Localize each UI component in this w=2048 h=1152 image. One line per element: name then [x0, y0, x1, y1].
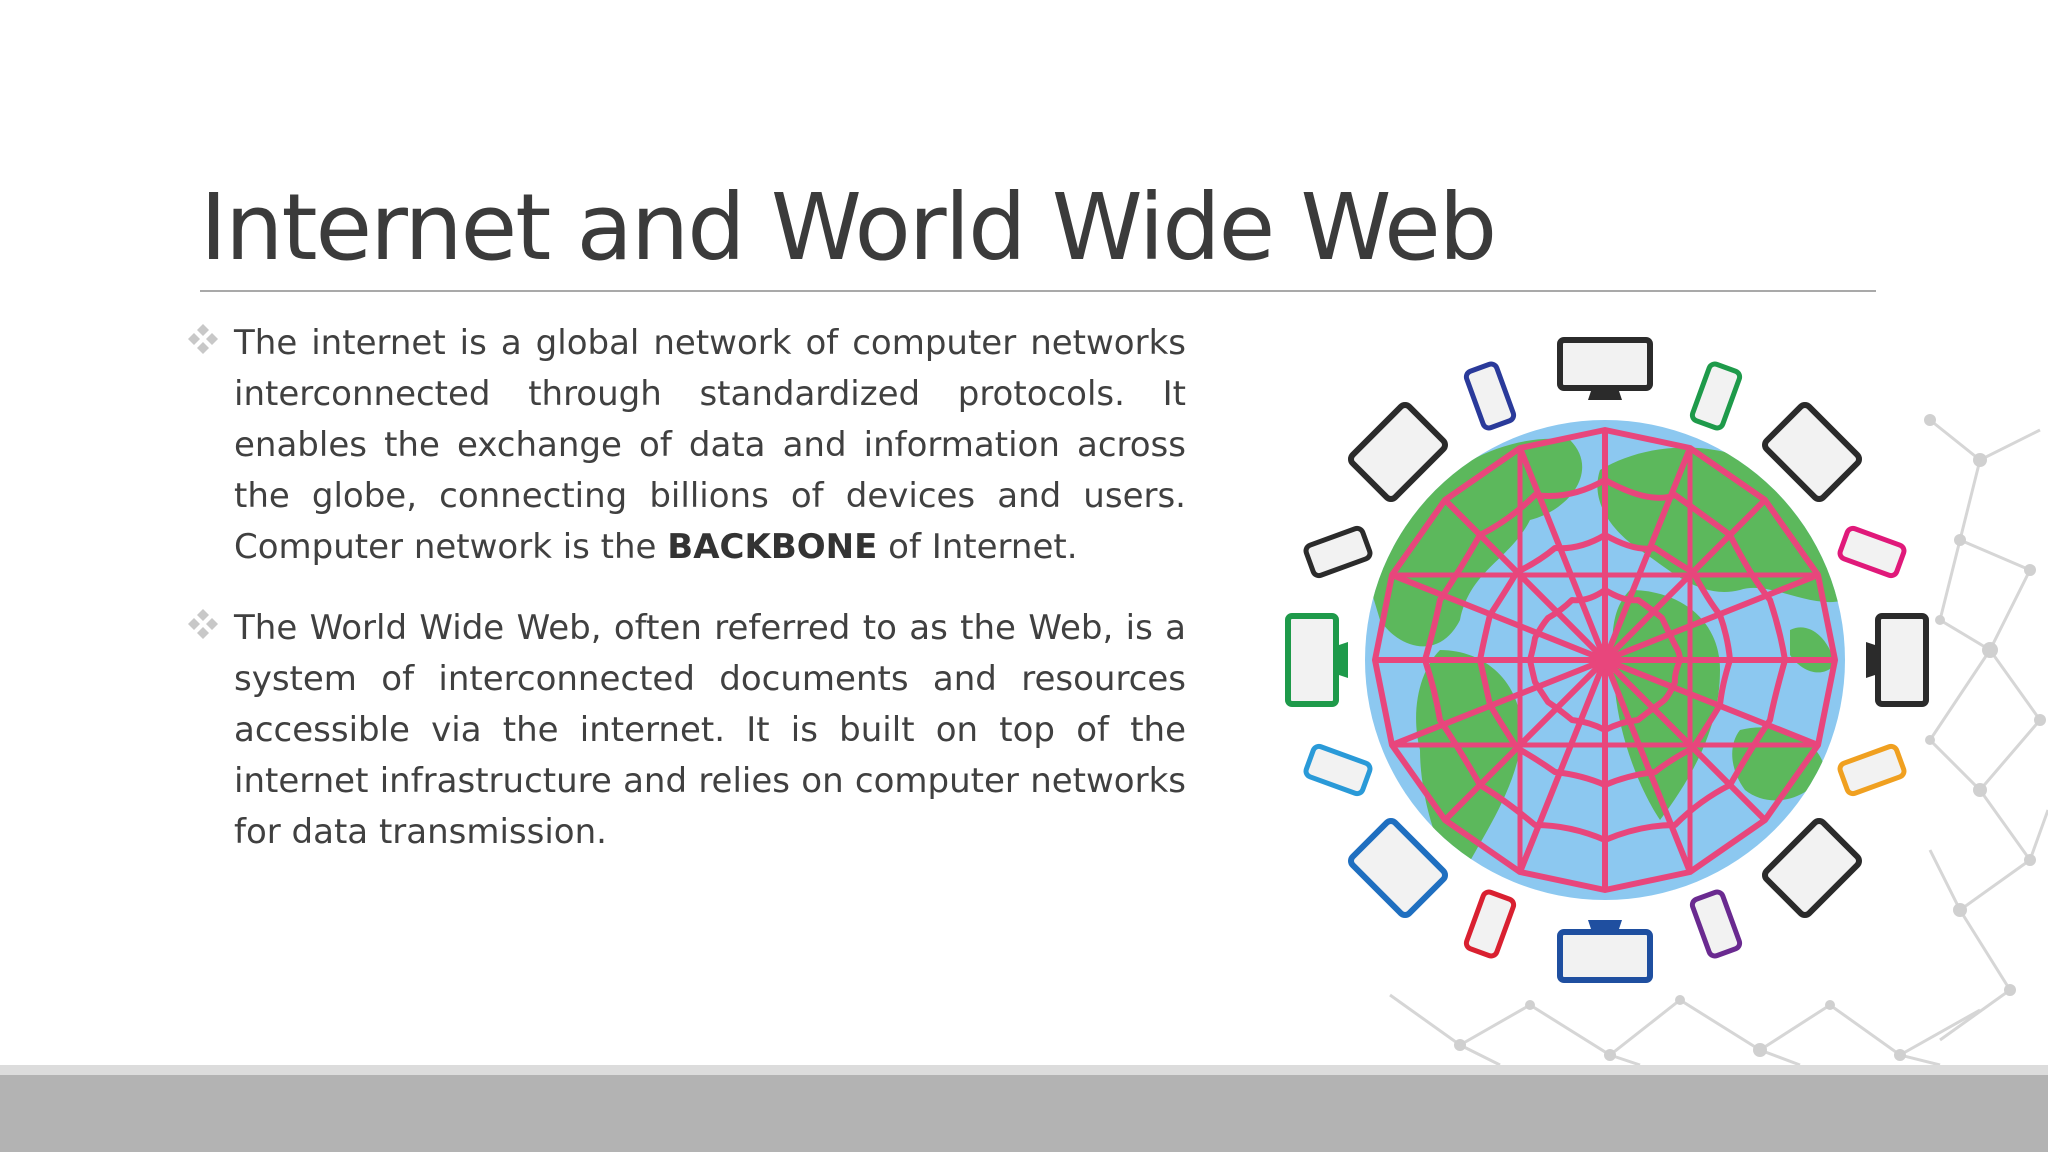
monitor-icon	[1866, 613, 1929, 707]
footer-bar	[0, 1075, 2048, 1152]
slide-title: Internet and World Wide Web	[200, 174, 1497, 281]
tablet-icon	[1347, 817, 1449, 919]
bullet-list: The internet is a global network of comp…	[186, 318, 1186, 888]
tablet-icon	[1761, 401, 1863, 503]
device-icons	[1285, 337, 1929, 983]
smartphone-icon	[1837, 743, 1907, 797]
four-diamond-bullet-icon	[188, 324, 218, 354]
spider-web-icon	[1372, 427, 1838, 893]
monitor-icon	[1285, 613, 1348, 707]
bullet-text: The internet is a global network of comp…	[234, 318, 1186, 573]
tablet-icon	[1761, 817, 1863, 919]
smartphone-icon	[1837, 525, 1907, 579]
smartphone-icon	[1303, 525, 1373, 579]
smartphone-icon	[1463, 361, 1517, 431]
monitor-icon	[1557, 337, 1653, 400]
four-diamond-bullet-icon	[188, 609, 218, 639]
smartphone-icon	[1689, 889, 1743, 959]
emphasis-text: BACKBONE	[667, 527, 878, 567]
bullet-text: The World Wide Web, often referred to as…	[234, 603, 1186, 858]
title-divider	[200, 290, 1876, 292]
bullet-item: The World Wide Web, often referred to as…	[186, 603, 1186, 858]
monitor-icon	[1557, 920, 1653, 983]
tablet-icon	[1347, 401, 1449, 503]
smartphone-icon	[1463, 889, 1517, 959]
bullet-text-part: The internet is a global network of comp…	[234, 323, 1186, 567]
internet-illustration	[1285, 337, 1929, 983]
bullet-text-part: The World Wide Web, often referred to as…	[234, 608, 1186, 852]
bullet-text-part: of Internet.	[877, 527, 1078, 567]
footer-accent	[0, 1065, 2048, 1075]
background-network-icon	[1389, 993, 1981, 1065]
background-network-icon	[1924, 414, 2048, 1042]
smartphone-icon	[1689, 361, 1743, 431]
bullet-item: The internet is a global network of comp…	[186, 318, 1186, 573]
smartphone-icon	[1303, 743, 1373, 797]
